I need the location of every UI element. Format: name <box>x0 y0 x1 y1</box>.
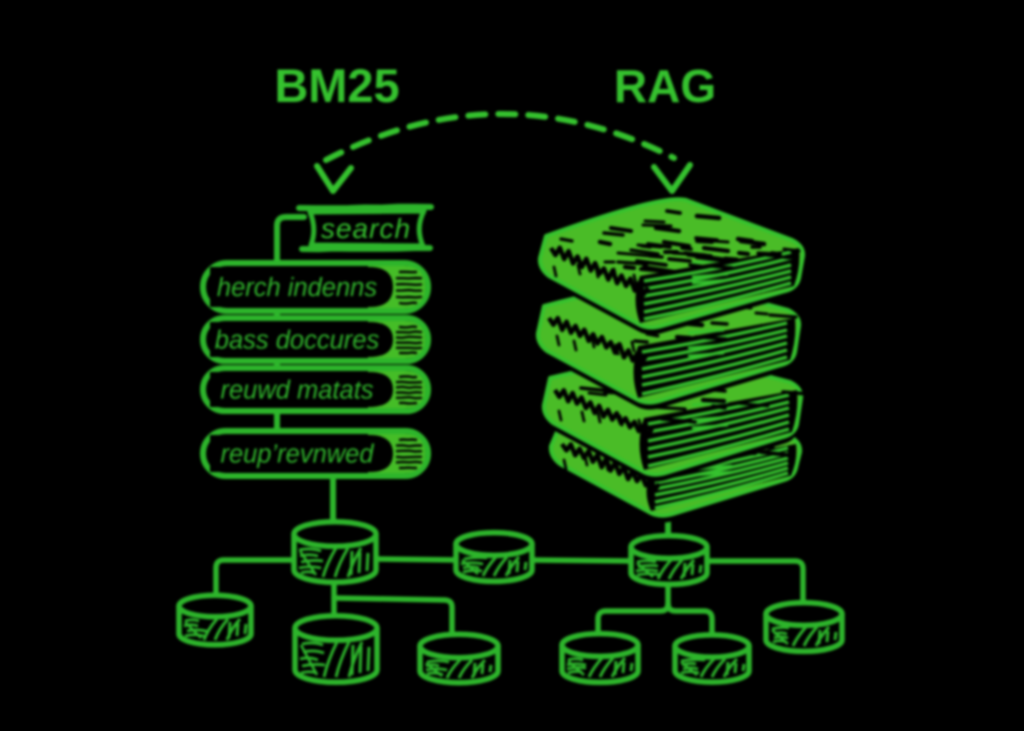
svg-text:BM25: BM25 <box>274 59 399 112</box>
svg-text:search: search <box>321 213 411 244</box>
svg-text:RAG: RAG <box>614 60 716 112</box>
svg-text:reup’revnwed: reup’revnwed <box>220 441 374 469</box>
svg-text:reuwd matats: reuwd matats <box>220 377 373 405</box>
svg-text:herch indenns: herch indenns <box>217 274 377 302</box>
svg-text:bass doccures: bass doccures <box>215 327 380 355</box>
